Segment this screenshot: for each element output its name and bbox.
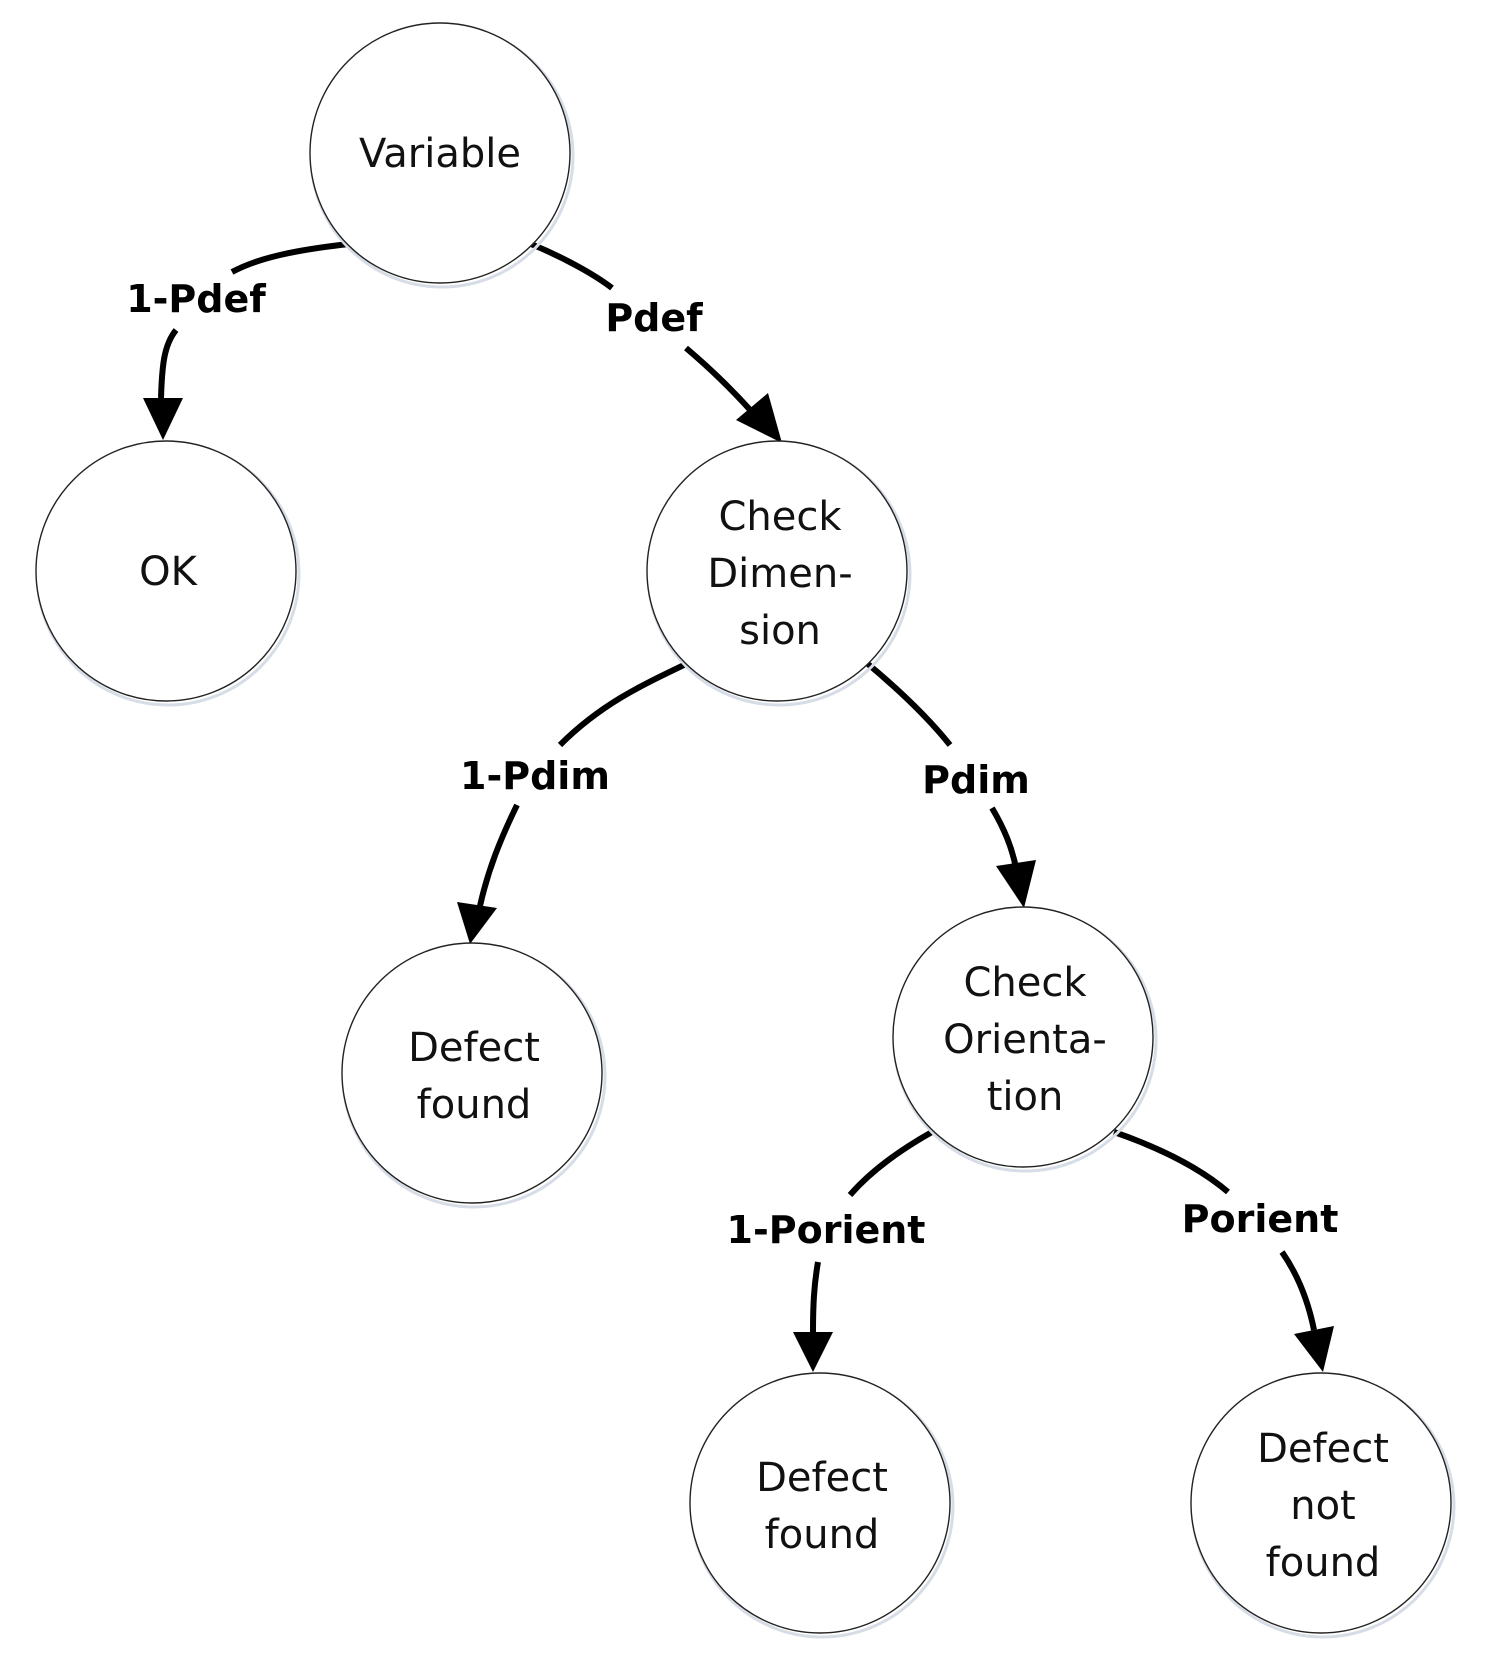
edge-line: [1279, 1250, 1317, 1331]
node-label-line: Defect: [1257, 1426, 1389, 1472]
edge-line: [477, 803, 520, 907]
node-circle: [689, 1372, 951, 1634]
edge-line: [557, 661, 688, 748]
node-label-line: Dimen-: [707, 551, 852, 597]
edge-line: [989, 806, 1019, 869]
node-circle: [1190, 1372, 1452, 1634]
edge-root-to-check-dimension: Pdef: [529, 241, 782, 443]
edge-line: [866, 661, 953, 747]
edge-label-1-pdef: 1-Pdef: [126, 277, 266, 321]
node-label-line: not: [1290, 1483, 1356, 1529]
edge-label-porient: Porient: [1182, 1197, 1339, 1241]
edge-root-to-ok: 1-Pdef: [126, 241, 350, 440]
node-defect-not-found: Defect not found: [1190, 1372, 1456, 1639]
node-check-dimension: Check Dimen- sion: [646, 440, 912, 707]
node-ok: OK: [35, 440, 301, 707]
edge-label-1-porient: 1-Porient: [727, 1208, 926, 1252]
node-check-orientation: Check Orienta- tion: [892, 906, 1158, 1173]
edge-label-pdef: Pdef: [605, 296, 703, 340]
node-label-line: Check: [718, 494, 842, 540]
arrowhead-icon: [996, 860, 1036, 908]
edge-line: [230, 241, 350, 275]
node-circle: [646, 440, 908, 702]
node-circle: [309, 22, 571, 284]
node-label-line: Check: [963, 960, 1087, 1006]
edge-line: [158, 328, 179, 399]
node-circle: [35, 440, 297, 702]
arrowhead-icon: [143, 398, 183, 440]
edge-line: [684, 345, 755, 415]
arrowhead-icon: [1294, 1326, 1334, 1372]
edge-check-orientation-to-defect-not-found: Porient: [1113, 1129, 1339, 1372]
node-label-line: Defect: [408, 1025, 540, 1071]
edge-check-orientation-to-defect-found: 1-Porient: [727, 1129, 934, 1372]
node-label-line: sion: [739, 608, 821, 654]
node-circle: [341, 942, 603, 1204]
arrowhead-icon: [793, 1332, 833, 1372]
node-label-line: found: [765, 1512, 880, 1558]
edge-check-dimension-to-check-orientation: Pdim: [866, 661, 1036, 908]
edge-label-1-pdim: 1-Pdim: [460, 754, 610, 798]
node-variable: Variable: [309, 22, 575, 289]
node-label-line: Orienta-: [943, 1017, 1107, 1063]
node-defect-found-bottom: Defect found: [689, 1372, 955, 1639]
node-label-line: Variable: [359, 131, 521, 177]
node-label-line: found: [417, 1082, 532, 1128]
node-circle: [892, 906, 1154, 1168]
node-label-line: Defect: [756, 1455, 888, 1501]
node-label-line: OK: [139, 549, 198, 595]
edge-line: [810, 1261, 821, 1333]
edge-line: [529, 241, 614, 291]
arrowhead-icon: [457, 902, 497, 944]
edge-check-dimension-to-defect-found: 1-Pdim: [457, 661, 688, 944]
edge-line: [1113, 1129, 1230, 1195]
edge-line: [847, 1129, 934, 1197]
edge-label-pdim: Pdim: [922, 758, 1030, 802]
node-label-line: tion: [987, 1074, 1064, 1120]
node-label-line: found: [1266, 1540, 1381, 1586]
arrowhead-icon: [736, 393, 782, 443]
node-defect-found-left: Defect found: [341, 942, 607, 1209]
